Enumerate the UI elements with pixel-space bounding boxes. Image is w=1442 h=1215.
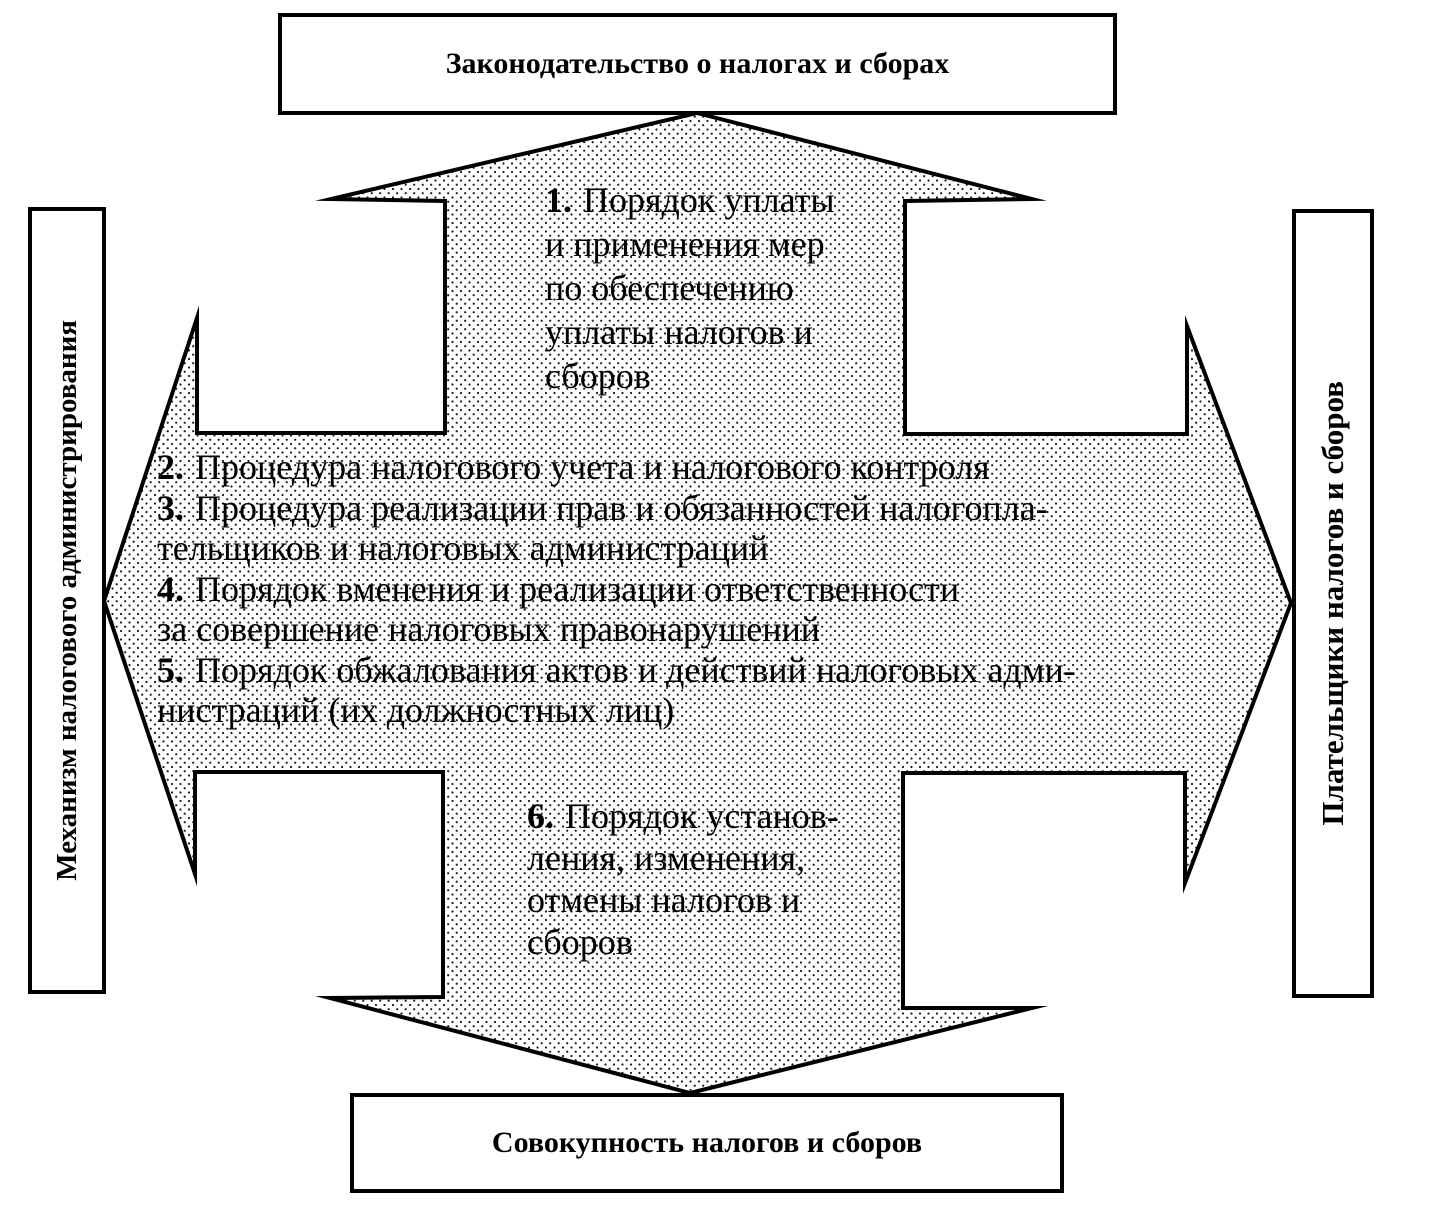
item-3-number: 3.	[157, 487, 184, 528]
text-line: 2.Процедура налогового учета и налоговог…	[157, 447, 990, 487]
text-line: нистраций (их должностных лиц)	[157, 690, 675, 730]
text-line: сборов	[527, 922, 633, 962]
box-taxes-set: Совокупность налогов и сборов	[350, 1093, 1064, 1193]
box-legislation-label: Законодательство о налогах и сборах	[445, 47, 950, 80]
box-legislation: Законодательство о налогах и сборах	[278, 13, 1117, 115]
box-taxpayers: Плательщики налогов и сборов	[1292, 209, 1374, 998]
text-line: за совершение налоговых правонарушений	[157, 609, 820, 649]
text-line: отмены налогов и	[527, 880, 801, 920]
item-1-number: 1.	[545, 180, 572, 220]
text-line: тельщиков и налоговых администраций	[157, 528, 769, 568]
item-2-number: 2.	[157, 447, 184, 487]
item-4-number: 4.	[157, 568, 184, 609]
arrow-item-1: 1.Порядок уплаты и применения мер по обе…	[545, 178, 835, 398]
text-line: ления, изменения,	[527, 838, 806, 878]
text-line: 4.Порядок вменения и реализации ответств…	[157, 568, 960, 609]
text-line: и применения мер	[545, 224, 825, 264]
arrow-item-6: 6.Порядок установ- ления, изменения, отм…	[527, 795, 839, 963]
box-admin-mechanism: Механизм налогового администрирования	[28, 207, 106, 994]
box-taxes-set-label: Совокупность налогов и сборов	[491, 1126, 923, 1159]
text-line: 1.Порядок уплаты	[545, 180, 835, 220]
text-line: 3.Процедура реализации прав и обязанност…	[157, 487, 1048, 528]
box-taxpayers-label: Плательщики налогов и сборов	[1315, 381, 1350, 826]
text-line: сборов	[545, 356, 651, 396]
box-admin-mechanism-label: Механизм налогового администрирования	[50, 320, 83, 881]
text-line: 5.Порядок обжалования актов и действий н…	[157, 649, 1076, 690]
text-line: по обеспечению	[545, 268, 794, 308]
text-line: уплаты налогов и	[545, 312, 813, 352]
text-line: 6.Порядок установ-	[527, 796, 839, 836]
item-5-number: 5.	[157, 649, 184, 690]
arrow-items-2-5: 2.Процедура налогового учета и налоговог…	[157, 447, 1076, 731]
item-6-number: 6.	[527, 796, 554, 836]
